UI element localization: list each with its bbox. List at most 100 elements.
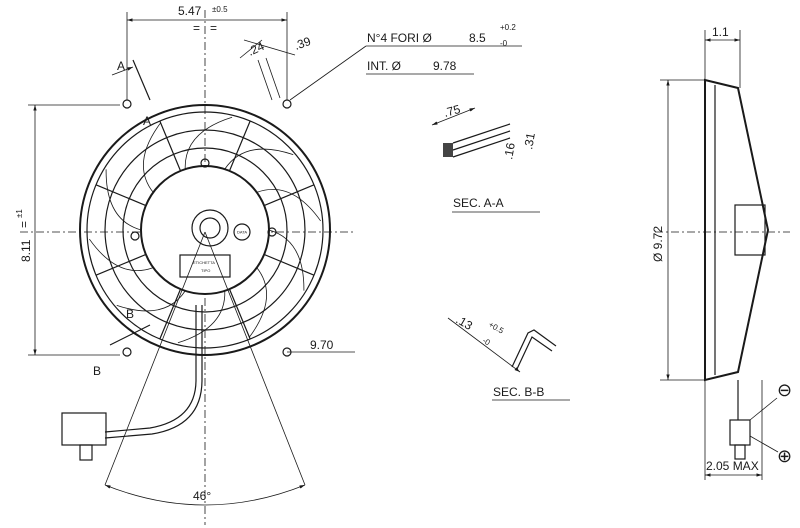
section-a-marker: A <box>143 114 151 128</box>
grille-spoke <box>263 184 315 207</box>
bb-tol-minus: -0 <box>481 336 492 348</box>
fan-blade <box>268 229 305 291</box>
bb-tol-plus: +0.5 <box>487 320 506 336</box>
date-circle <box>233 223 251 241</box>
symmetry-mark: = <box>193 21 200 35</box>
grille-spoke <box>95 253 147 276</box>
grille-spoke <box>263 253 315 276</box>
grille-spoke <box>228 120 251 172</box>
grille-spoke <box>95 184 147 207</box>
section-b-marker: B <box>93 364 101 378</box>
width-dim: 5.47 <box>178 4 202 18</box>
fan-blade <box>249 267 267 338</box>
leader-line <box>289 45 367 101</box>
grille-ring <box>122 147 288 313</box>
section-b-cut <box>109 324 151 346</box>
fan-blades <box>89 116 321 344</box>
product-label-box <box>179 254 231 278</box>
screw-icon <box>267 227 277 237</box>
section-profile <box>452 130 511 151</box>
holes-value: 8.5 <box>469 31 486 45</box>
symmetry-mark: = <box>210 21 217 35</box>
fan-inner-ring <box>86 111 324 349</box>
width-tolerance: ±0.5 <box>212 5 228 14</box>
grille-spoke <box>159 288 182 340</box>
label-type: TIPO <box>201 268 210 273</box>
max-depth-dim: 2.05 MAX <box>706 459 759 473</box>
section-a-marker: A <box>117 59 125 73</box>
aa-title: SEC. A-A <box>453 196 504 210</box>
slot-dim-line <box>243 39 296 56</box>
mounting-hole <box>122 347 132 357</box>
front-view: DATA ETICHETTA TIPO 5.47 ±0.5 = = 8.11 ±… <box>15 4 355 525</box>
connector-terminal <box>79 444 93 461</box>
holes-tol-minus: -0 <box>500 39 508 48</box>
int-label: INT. Ø <box>367 59 401 73</box>
section-profile <box>452 137 511 158</box>
leader-line <box>749 397 778 421</box>
fan-blade <box>256 189 321 222</box>
section-bb: .13 +0.5 -0 SEC. B-B <box>447 312 570 401</box>
height-dim: 8.11 <box>19 239 33 262</box>
fan-blade <box>184 116 233 170</box>
section-profile <box>452 123 511 144</box>
hole-notes: N°4 FORI Ø 8.5 +0.2 -0 INT. Ø 9.78 <box>289 23 522 101</box>
aa-width-dim: .75 <box>442 102 462 120</box>
negative-terminal-icon: ⊖ <box>777 380 792 400</box>
label-title: ETICHETTA <box>193 260 215 265</box>
aa-total-dim: .31 <box>521 131 538 150</box>
date-label: DATA <box>237 230 247 235</box>
slot-outer-dim: .39 <box>292 34 313 53</box>
fan-blade <box>224 148 294 170</box>
bb-title: SEC. B-B <box>493 385 544 399</box>
shaft <box>199 217 221 239</box>
section-hatch <box>443 143 453 157</box>
fan-blade <box>143 122 161 193</box>
section-profile <box>511 329 557 368</box>
motor-body <box>734 204 766 256</box>
mounting-hole <box>282 99 292 109</box>
angle-arc <box>104 484 306 506</box>
hub-boss <box>191 209 229 247</box>
symmetry-mark: = <box>17 221 31 228</box>
section-a-cut <box>132 59 151 101</box>
height-tolerance: ±1 <box>15 209 24 218</box>
grille-spokes <box>95 120 315 340</box>
screw-icon <box>130 231 140 241</box>
bb-dim: .13 <box>454 312 476 333</box>
dimension-line <box>431 107 476 126</box>
grille-spoke <box>228 288 251 340</box>
section-aa: .75 .16 .31 SEC. A-A <box>431 102 540 213</box>
holes-tol-plus: +0.2 <box>500 23 516 32</box>
screw-icon <box>200 158 210 168</box>
fan-blade <box>89 238 154 271</box>
connector <box>61 412 107 446</box>
section-profile <box>516 336 553 370</box>
angle-dim: 46° <box>193 489 211 503</box>
fan-blade <box>177 290 226 344</box>
mounting-hole <box>122 99 132 109</box>
fan-blade <box>105 169 142 231</box>
fan-blade <box>116 290 186 312</box>
angle-leg <box>204 231 306 486</box>
diameter-dim: Ø 9.72 <box>651 226 665 262</box>
grille-spoke <box>159 120 182 172</box>
fan-outer-ring <box>79 104 331 356</box>
positive-terminal-icon: ⊕ <box>777 446 792 466</box>
slot <box>257 59 273 101</box>
power-cable-outline <box>104 305 203 439</box>
depth-dim: 1.1 <box>712 25 729 39</box>
slot-inner-dim: .24 <box>245 39 266 59</box>
angle-leg <box>104 231 206 486</box>
connector <box>729 419 751 446</box>
leader-line <box>749 435 779 453</box>
section-b-marker: B <box>126 307 134 321</box>
aa-thin-dim: .16 <box>501 141 518 160</box>
connector-terminal <box>734 444 746 460</box>
slot-dim-line <box>239 39 263 59</box>
int-value: 9.78 <box>433 59 457 73</box>
holes-label: N°4 FORI Ø <box>367 31 432 45</box>
diag-dim: 9.70 <box>310 338 334 352</box>
side-view: 1.1 Ø 9.72 2.05 MAX ⊖ ⊕ <box>651 25 792 480</box>
